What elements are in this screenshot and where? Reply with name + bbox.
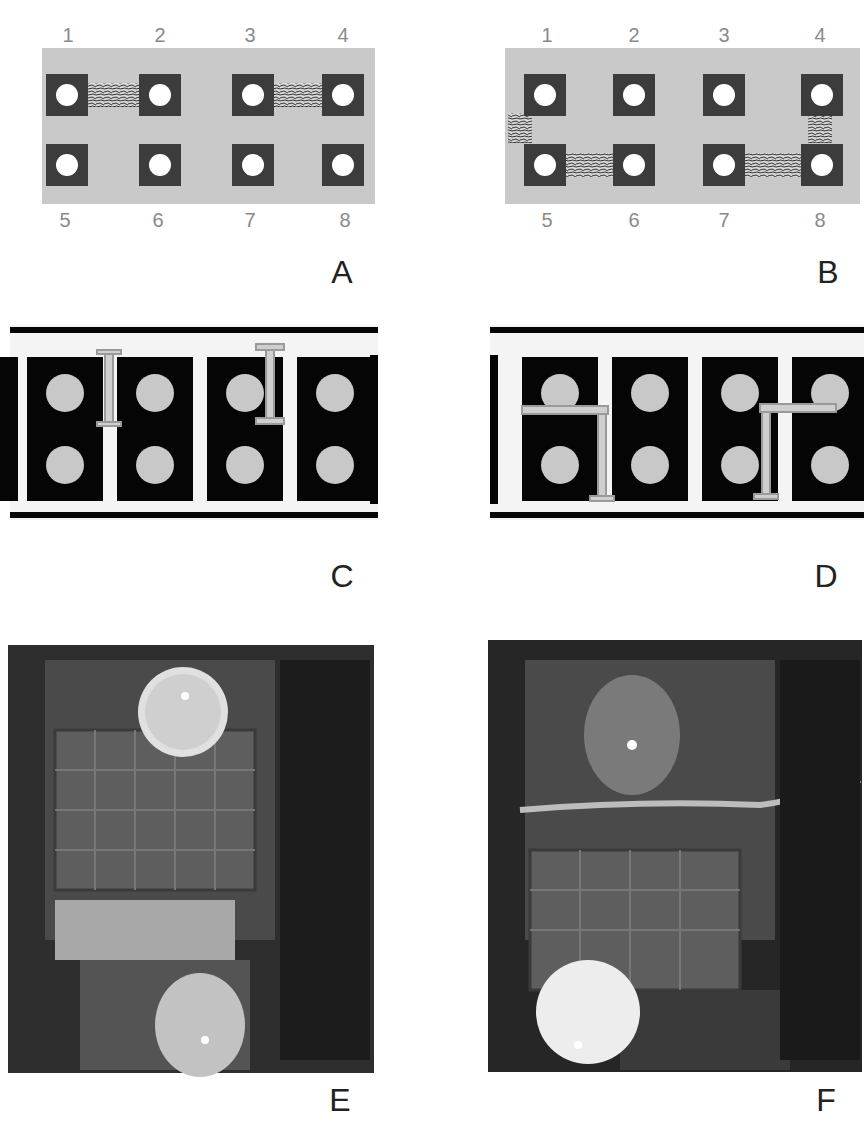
- panel-letter: D: [814, 560, 837, 592]
- pin-number: 1: [62, 25, 73, 45]
- board-b: [505, 48, 860, 204]
- panel-letter: C: [330, 560, 353, 592]
- panel-letter: B: [817, 256, 838, 288]
- pin-number: 1: [541, 25, 552, 45]
- pin-number: 4: [814, 25, 825, 45]
- pin-number: 8: [814, 210, 825, 230]
- pin-number: 6: [628, 210, 639, 230]
- led-photo-f: [488, 640, 862, 1072]
- pin-number: 5: [59, 210, 70, 230]
- pin-number: 5: [541, 210, 552, 230]
- pin-number: 2: [154, 25, 165, 45]
- pin-number: 3: [244, 25, 255, 45]
- panel-letter: E: [329, 1084, 350, 1116]
- pad-grid-d: [490, 325, 864, 520]
- panel-letter: F: [816, 1084, 836, 1116]
- pin-number: 7: [244, 210, 255, 230]
- pin-number: 8: [339, 210, 350, 230]
- pad-grid-c: [0, 325, 378, 520]
- board-a: [42, 48, 375, 204]
- pin-number: 7: [718, 210, 729, 230]
- led-photo-e: [8, 645, 374, 1077]
- panel-letter: A: [331, 256, 352, 288]
- pin-number: 4: [337, 25, 348, 45]
- pin-number: 3: [718, 25, 729, 45]
- pin-number: 6: [152, 210, 163, 230]
- pin-number: 2: [628, 25, 639, 45]
